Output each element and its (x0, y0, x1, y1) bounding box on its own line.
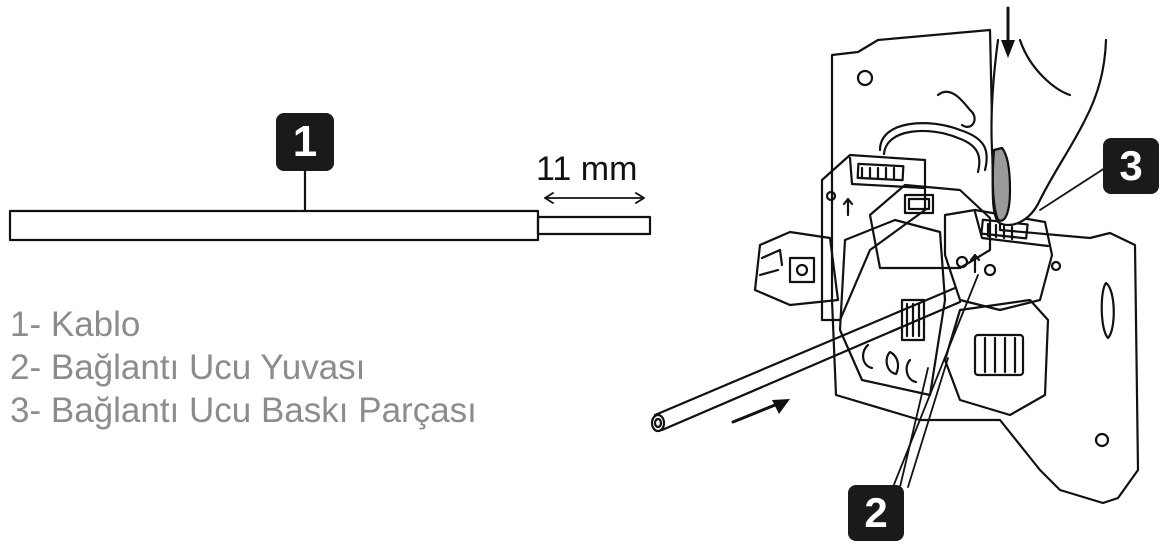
legend-item-cable: 1- Kablo (10, 305, 141, 344)
finger-drawing (990, 38, 1108, 227)
cable-drawing (8, 168, 652, 242)
legend-item-terminal-socket: 2- Bağlantı Ucu Yuvası (10, 348, 366, 387)
callout-badge-terminal-press-part: 3 (1103, 138, 1159, 194)
inserted-cable (650, 286, 962, 433)
insert-direction-arrow (731, 399, 790, 424)
callout-lines (892, 167, 1106, 488)
callout-badge-cable: 1 (276, 113, 334, 171)
callout-badge-terminal-socket: 2 (848, 485, 904, 541)
legend-list: 1- Kablo 2- Bağlantı Ucu Yuvası 3- Bağla… (10, 303, 477, 432)
press-direction-arrow (1001, 6, 1015, 58)
strip-length-label: 11 mm (536, 150, 638, 188)
cable-stripped-conductor (536, 215, 652, 236)
mounting-plate (830, 28, 1140, 505)
legend-item-terminal-press-part: 3- Bağlantı Ucu Baskı Parçası (10, 391, 477, 430)
cable-insulation (8, 209, 540, 242)
